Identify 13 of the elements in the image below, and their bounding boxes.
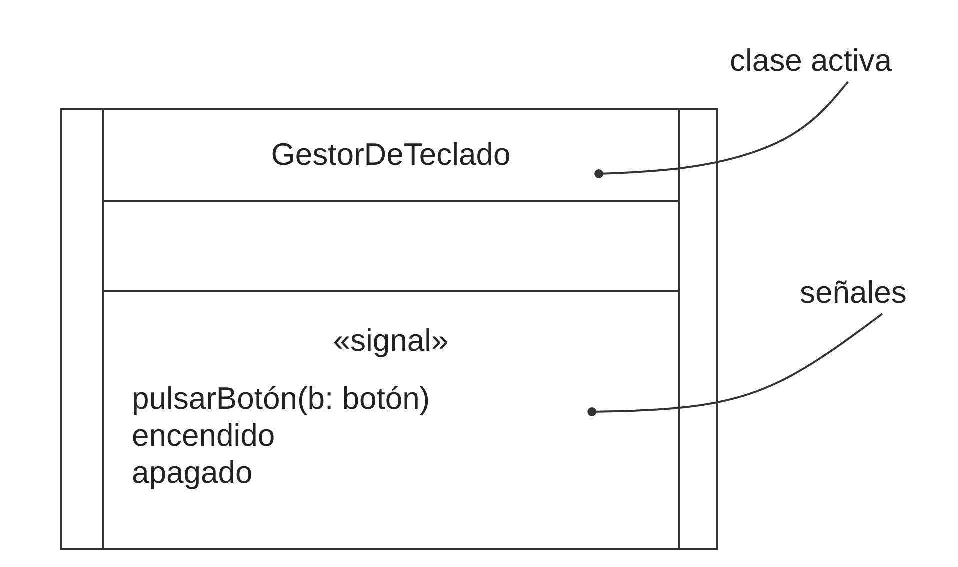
leader-line bbox=[588, 313, 884, 416]
attribute-compartment bbox=[102, 202, 680, 292]
class-name: GestorDeTeclado bbox=[270, 136, 512, 173]
signal-operation: apagado bbox=[132, 454, 253, 491]
signal-operation: pulsarBotón(b: botón) bbox=[132, 380, 430, 417]
name-compartment bbox=[102, 110, 680, 202]
active-class-box bbox=[60, 108, 718, 550]
annotation-text: clase activa bbox=[730, 42, 892, 79]
stereotype-label: «signal» bbox=[332, 322, 450, 359]
annotation-text: señales bbox=[800, 274, 907, 311]
operation-compartment bbox=[102, 292, 680, 548]
signal-operation: encendido bbox=[132, 417, 276, 454]
leader-line bbox=[594, 81, 850, 178]
